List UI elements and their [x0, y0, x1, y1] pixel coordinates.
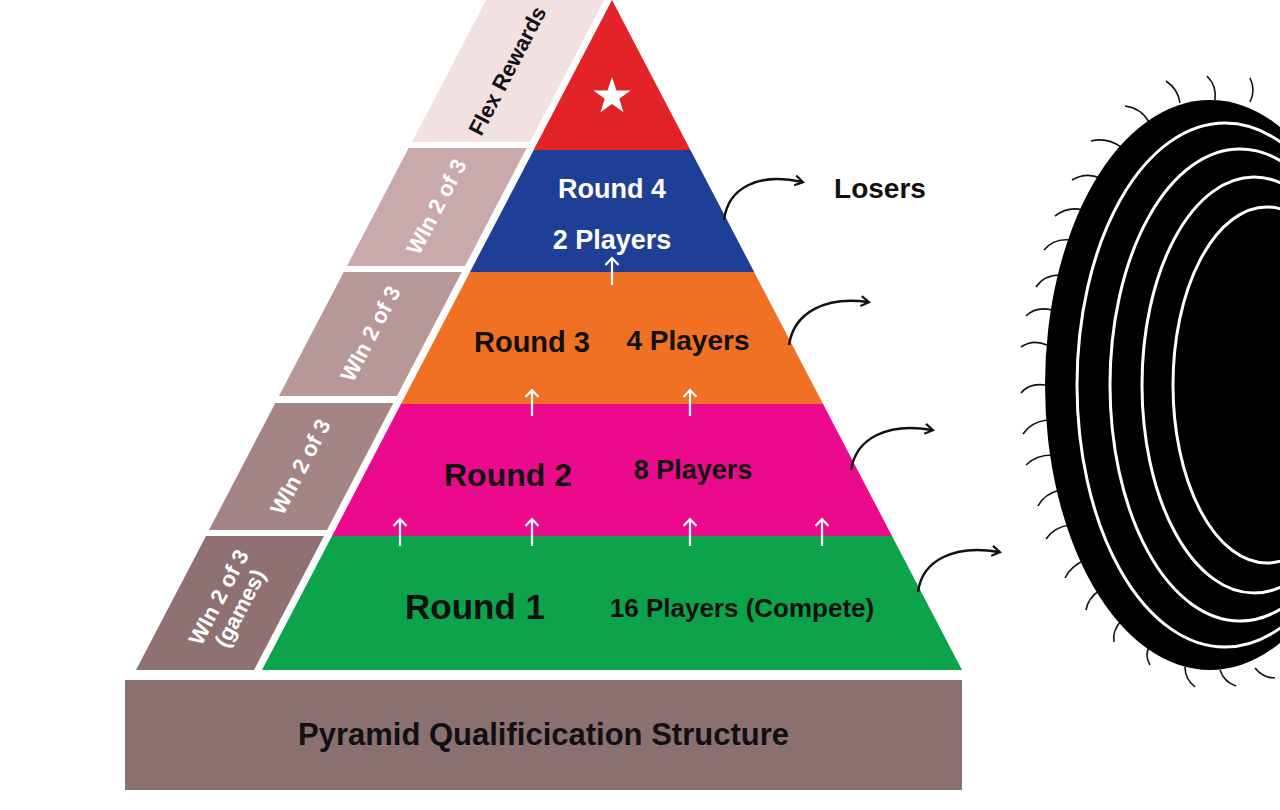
band-fill: [279, 272, 462, 396]
up-arrow: [606, 258, 619, 285]
up-arrow: [394, 519, 407, 546]
rule-strip: WIn 2 of 3: [209, 403, 393, 530]
band-label: Round 4: [558, 175, 666, 205]
band-label: 8 Players: [634, 456, 753, 486]
round-band: Round 3 4 Players: [401, 272, 823, 404]
band-fill: [347, 148, 527, 266]
curved-arrow: [851, 428, 932, 470]
rule-strip: WIn 2 of 3: [279, 272, 462, 396]
band-label: 16 Players (Compete): [610, 594, 874, 623]
star-symbol: [594, 77, 631, 112]
curved-arrow: [918, 550, 999, 592]
structure-title: Pyramid Qualificication Structure: [298, 718, 789, 752]
band-label: 4 Players: [626, 326, 749, 357]
up-arrow: [684, 519, 697, 546]
strip-label: WIn 2 of 3 (games): [182, 540, 279, 665]
strip-label: WIn 2 of 3: [402, 155, 472, 258]
up-arrow: [526, 390, 539, 416]
up-arrow: [816, 519, 829, 546]
base-bar: Pyramid Qualificication Structure: [125, 680, 962, 790]
reward-strip: Flex Rewards: [412, 0, 604, 142]
loser-arrows: [724, 179, 999, 592]
band-fill: [209, 403, 393, 530]
note-label: Losers: [834, 174, 926, 205]
strip-label: Flex Rewards: [464, 3, 551, 140]
apex-triangle: [534, 0, 691, 150]
up-arrow: [526, 519, 539, 546]
band-fill: [470, 150, 754, 272]
band-fill: [125, 680, 962, 790]
curved-arrow: [724, 179, 802, 220]
black-hole: [1021, 76, 1280, 687]
hole-rings: [1077, 123, 1280, 647]
band-label: Round 2: [444, 458, 572, 493]
curved-arrow: [789, 301, 868, 345]
band-shape: [332, 404, 892, 536]
band-label: 2 Players: [553, 226, 672, 256]
band-fill: [262, 536, 962, 670]
band-fill: [412, 0, 604, 142]
band-fill: [401, 272, 823, 404]
band-fill: [332, 404, 892, 536]
round-band: Round 2 8 Players: [332, 404, 892, 536]
round-band: Round 1 16 Players (Compete): [262, 536, 962, 670]
up-arrows: [394, 258, 829, 546]
strip-label: WIn 2 of 3: [266, 415, 336, 518]
rule-strip: WIn 2 of 3: [347, 148, 527, 266]
rule-strip: WIn 2 of 3 (games): [136, 536, 324, 670]
band-label: Round 3: [474, 327, 590, 359]
hole-body: [1045, 100, 1280, 670]
strip-label: WIn 2 of 3: [336, 282, 406, 385]
band-label: Round 1: [405, 588, 545, 627]
up-arrow: [684, 390, 697, 416]
band-shape: [401, 272, 823, 404]
round-band: Round 4 2 Players: [470, 150, 754, 272]
band-fill: [136, 536, 324, 670]
